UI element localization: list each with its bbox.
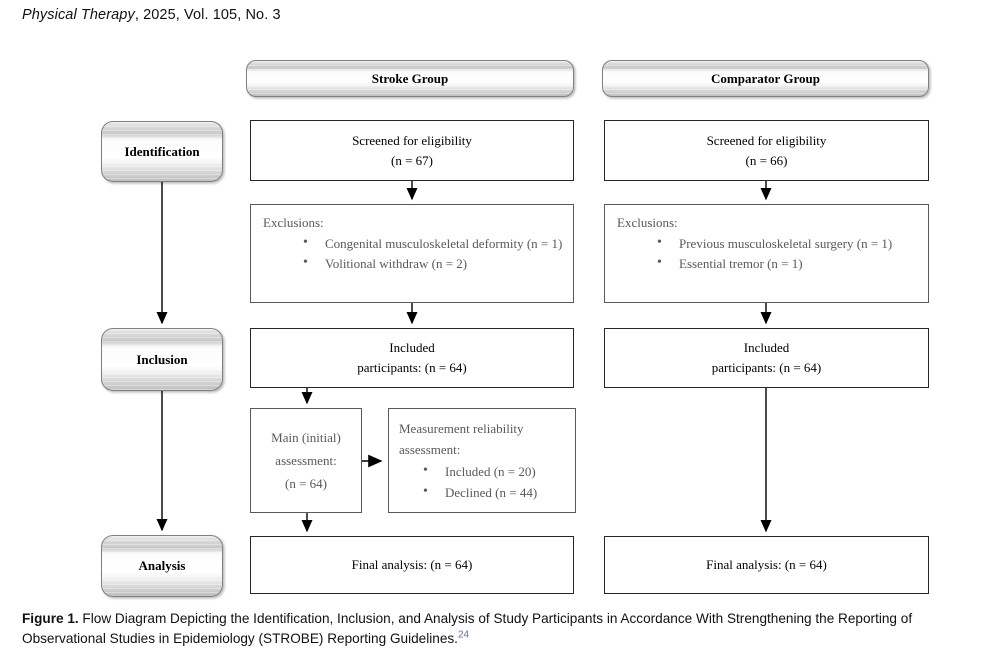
- stroke-final-analysis-box: Final analysis: (n = 64): [250, 536, 574, 594]
- comparator-included-box: Included participants: (n = 64): [604, 328, 929, 388]
- reliability-item: Declined (n = 44): [421, 481, 567, 503]
- comparator-exclusions-heading: Exclusions:: [617, 215, 678, 230]
- stroke-group-header: Stroke Group: [246, 60, 574, 97]
- comparator-exclusion-item: Essential tremor (n = 1): [655, 253, 918, 274]
- stroke-exclusions-heading: Exclusions:: [263, 215, 324, 230]
- comparator-exclusions-list: Previous musculoskeletal surgery (n = 1)…: [617, 233, 918, 274]
- stage-label-analysis: Analysis: [101, 535, 223, 597]
- reliability-assessment-heading: Measurement reliability assessment:: [399, 421, 524, 457]
- stroke-exclusions-box: Exclusions: Congenital musculoskeletal d…: [250, 204, 574, 303]
- comparator-group-header: Comparator Group: [602, 60, 929, 97]
- main-assessment-line2: assessment:: [275, 453, 337, 468]
- reliability-item: Included (n = 20): [421, 460, 567, 482]
- stroke-final-analysis-text: Final analysis: (n = 64): [351, 557, 473, 572]
- journal-title: Physical Therapy: [22, 7, 135, 23]
- journal-header: Physical Therapy, 2025, Vol. 105, No. 3: [22, 7, 281, 23]
- figure-caption-reference-link[interactable]: 24: [457, 629, 470, 641]
- stroke-screened-line2: (n = 67): [391, 152, 433, 168]
- figure-caption-label: Figure 1.: [22, 611, 79, 626]
- stroke-screened-box: Screened for eligibility (n = 67): [250, 120, 574, 181]
- comparator-final-analysis-box: Final analysis: (n = 64): [604, 536, 929, 594]
- comparator-screened-line1: Screened for eligibility: [706, 132, 827, 148]
- reliability-assessment-box: Measurement reliability assessment: Incl…: [388, 408, 576, 513]
- figure-caption: Figure 1. Flow Diagram Depicting the Ide…: [22, 609, 990, 648]
- stroke-exclusion-item: Volitional withdraw (n = 2): [301, 253, 563, 274]
- main-assessment-line3: (n = 64): [285, 476, 327, 491]
- stroke-screened-line1: Screened for eligibility: [352, 132, 472, 148]
- comparator-screened-box: Screened for eligibility (n = 66): [604, 120, 929, 181]
- stroke-exclusion-item: Congenital musculoskeletal deformity (n …: [301, 233, 563, 254]
- comparator-final-analysis-text: Final analysis: (n = 64): [706, 557, 827, 572]
- comparator-included-line2: participants: (n = 64): [711, 360, 822, 375]
- figure-caption-text: Flow Diagram Depicting the Identificatio…: [22, 611, 913, 646]
- stroke-included-line1: Included: [389, 340, 435, 355]
- stroke-included-line2: participants: (n = 64): [357, 360, 467, 375]
- stroke-exclusions-list: Congenital musculoskeletal deformity (n …: [263, 233, 563, 274]
- stroke-included-box: Included participants: (n = 64): [250, 328, 574, 388]
- journal-issue-info: , 2025, Vol. 105, No. 3: [134, 7, 281, 23]
- stage-label-identification: Identification: [101, 121, 223, 182]
- main-assessment-line1: Main (initial): [271, 430, 341, 445]
- stage-label-inclusion: Inclusion: [101, 328, 223, 391]
- comparator-included-line1: Included: [743, 340, 790, 355]
- comparator-exclusion-item: Previous musculoskeletal surgery (n = 1): [655, 233, 918, 254]
- comparator-screened-line2: (n = 66): [745, 152, 788, 168]
- comparator-exclusions-box: Exclusions: Previous musculoskeletal sur…: [604, 204, 929, 303]
- reliability-assessment-list: Included (n = 20) Declined (n = 44): [399, 460, 567, 503]
- main-assessment-box: Main (initial) assessment: (n = 64): [250, 408, 362, 513]
